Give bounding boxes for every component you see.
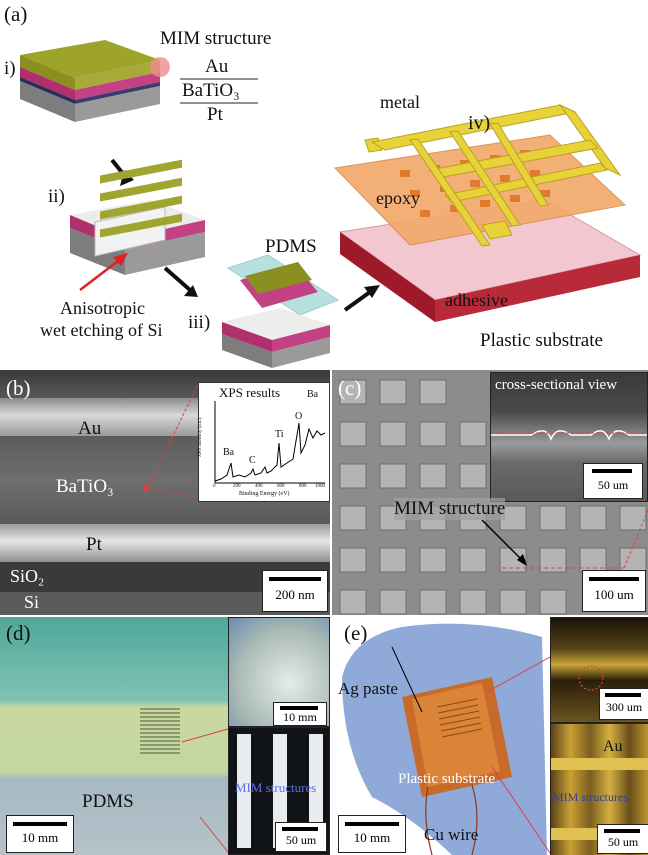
electrode-inset-pattern: [578, 665, 604, 691]
panel-e-label: (e): [344, 621, 368, 645]
panel-b-scale-text: 200 nm: [275, 587, 315, 602]
panel-c: cross-sectional view 50 um (c) MIM struc…: [332, 370, 648, 615]
electrode-inset-au-label: Au: [603, 738, 623, 755]
optical-inset-scale-text: 50 um: [285, 833, 317, 847]
mim-structure-title: MIM structure: [160, 28, 272, 49]
electrode-inset-text: MIM structures: [553, 790, 628, 804]
sem-pt-label: Pt: [86, 534, 102, 555]
panel-a-label: (a): [4, 2, 28, 26]
mim-block-step-ii: [70, 159, 205, 275]
panel-e: 300 um Au MIM structures 50 um (e) Ag pa…: [332, 617, 648, 855]
panel-d-scale-text: 10 mm: [21, 830, 59, 845]
panel-c-mim-label: MIM structure: [394, 498, 506, 520]
panel-c-scalebar: 100 um: [582, 570, 646, 612]
epoxy-label: epoxy: [376, 188, 420, 208]
plastic-substrate-photo-label: Plastic substrate: [398, 771, 496, 787]
panel-c-label: (c): [338, 376, 362, 400]
xps-tick-800: 800: [299, 484, 307, 489]
panel-b-scalebar: 200 nm: [262, 570, 328, 612]
xps-peak-ba-high: Ba: [307, 389, 319, 400]
step-i-label: i): [4, 58, 16, 79]
sem-sio2-label: SiO₂: [10, 566, 45, 586]
cross-section-profile: [491, 430, 647, 442]
glove-inset-scale-text: 10 mm: [283, 710, 317, 724]
xps-tick-0: 0: [213, 484, 216, 489]
electrode-inset-scale-text: 300 um: [605, 700, 643, 714]
layer-batio3: BaTiO₃: [182, 80, 240, 101]
step-iv-label: iv): [468, 112, 491, 134]
optical-inset-scalebar: 50 um: [275, 822, 327, 852]
xps-tick-400: 400: [255, 484, 263, 489]
sem-si-label: Si: [24, 592, 40, 612]
xps-peak-o: O: [295, 411, 303, 422]
xps-title: XPS results: [219, 385, 281, 400]
inset-scale-text: 50 um: [597, 478, 629, 492]
etching-label-line1: Anisotropic: [60, 298, 145, 318]
xps-ylabel: XPS intensity (a.u.): [198, 417, 204, 458]
electrode-inset-top: 300 um: [550, 617, 648, 723]
pdms-label: PDMS: [265, 236, 317, 257]
sem-batio3-label: BaTiO₃: [56, 476, 114, 497]
xps-tick-600: 600: [277, 484, 285, 489]
layer-pt: Pt: [207, 104, 223, 125]
step-iii-label: iii): [188, 312, 211, 333]
ag-paste-label: Ag paste: [338, 679, 398, 698]
cross-section-inset: cross-sectional view 50 um: [490, 372, 648, 502]
mim-block-step-i: [20, 40, 170, 122]
panel-d-label: (d): [6, 621, 31, 645]
metal-electrodes: [364, 103, 622, 247]
electrode-inset-bottom-scale-text: 50 um: [607, 835, 639, 849]
layer-au: Au: [205, 56, 229, 77]
panel-e-scale-text: 10 mm: [353, 830, 391, 845]
panel-b-label: (b): [6, 376, 31, 400]
adhesive-label: adhesive: [445, 290, 508, 310]
optical-inset-text: MIM structures: [235, 780, 317, 795]
sem-au-label: Au: [78, 418, 102, 439]
panel-e-photo: [332, 617, 552, 855]
xps-spectrum: [214, 422, 326, 482]
xps-plot: [214, 401, 326, 484]
metal-label: metal: [380, 92, 420, 112]
panel-a-schematic: [20, 40, 642, 368]
electrode-inset-scalebar: 300 um: [599, 688, 648, 720]
panel-c-scale-text: 100 um: [594, 587, 634, 602]
xps-peak-ba-low: Ba: [223, 447, 235, 458]
electrode-inset-bottom-scalebar: 50 um: [597, 824, 648, 854]
glove-inset-scalebar: 10 mm: [273, 702, 327, 726]
step-ii-label: ii): [48, 186, 65, 207]
electrode-inset-bottom: Au MIM structures 50 um: [550, 723, 648, 855]
xps-peak-ti: Ti: [275, 429, 284, 440]
mim-block-step-iii: [222, 254, 340, 368]
inset-scalebar: 50 um: [583, 463, 643, 499]
plastic-substrate-label: Plastic substrate: [480, 330, 603, 351]
xps-peak-c: C: [249, 455, 256, 466]
panel-a: (a) i) MIM structure Au BaTiO₃ Pt ii) PD…: [0, 0, 648, 368]
mim-array-grating: [140, 708, 229, 853]
glove-inset: 10 mm: [228, 617, 330, 727]
panel-d-pdms-label: PDMS: [82, 791, 134, 812]
panel-d-scalebar: 10 mm: [6, 815, 74, 853]
xps-inset: XPS results XPS intensity (a.u.) Binding…: [198, 382, 330, 502]
optical-inset: MIM structures 50 um: [228, 727, 330, 855]
etching-arrow: [79, 253, 128, 291]
panel-e-scalebar: 10 mm: [338, 815, 406, 853]
panel-b: (b) Au BaTiO₃ Pt SiO₂ Si XPS results XPS…: [0, 370, 330, 615]
inset-title: cross-sectional view: [495, 377, 618, 393]
arrow-ii-to-iii: [163, 266, 198, 297]
cu-wire-label: Cu wire: [424, 825, 479, 844]
xps-tick-1000: 1000: [315, 484, 325, 489]
panel-d: 10 mm MIM structures 50 um (d) PDMS 10 m…: [0, 617, 330, 855]
etching-label-line2: wet etching of Si: [40, 320, 163, 340]
xps-xlabel: Binding Energy (eV): [239, 491, 290, 497]
xps-tick-200: 200: [233, 484, 241, 489]
arrow-iii-to-iv: [343, 285, 380, 312]
